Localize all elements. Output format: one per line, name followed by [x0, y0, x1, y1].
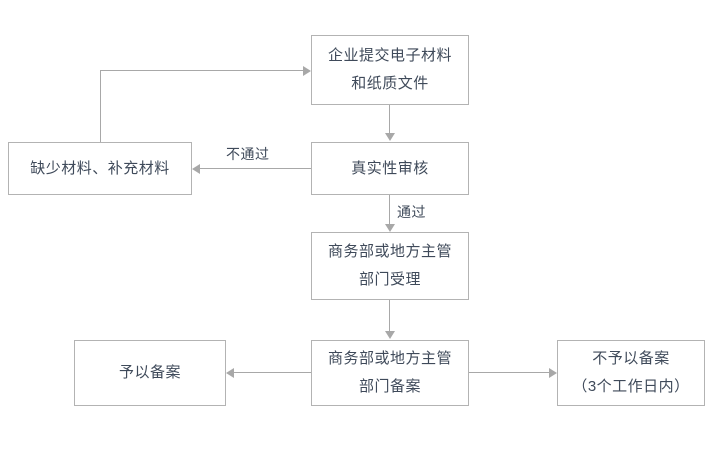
node-filing-rejected-line1: 不予以备案 — [592, 350, 670, 367]
connector-supplement-loop-horizontal — [100, 70, 303, 71]
connector-review-to-acceptance — [389, 195, 390, 225]
node-filing-approved[interactable]: 予以备案 — [74, 340, 226, 406]
node-authenticity-review[interactable]: 真实性审核 — [311, 142, 469, 195]
arrowhead-filing-to-rejected — [549, 368, 557, 378]
arrowhead-acceptance-to-filing — [385, 331, 395, 339]
arrowhead-submit-to-review — [385, 133, 395, 141]
node-filing-rejected-line2: （3个工作日内） — [572, 378, 690, 395]
node-authenticity-review-line1: 真实性审核 — [351, 159, 429, 177]
connector-acceptance-to-filing — [389, 300, 390, 332]
connector-filing-to-approved — [234, 372, 311, 373]
node-department-filing-line2: 部门备案 — [358, 378, 421, 395]
connector-filing-to-rejected — [469, 372, 549, 373]
edge-label-fail: 不通过 — [226, 146, 270, 162]
node-filing-rejected[interactable]: 不予以备案 （3个工作日内） — [557, 340, 705, 406]
connector-supplement-loop-vertical — [100, 70, 101, 142]
node-submit-materials[interactable]: 企业提交电子材料 和纸质文件 — [311, 35, 469, 105]
edge-label-pass: 通过 — [397, 204, 426, 220]
node-supplement-materials[interactable]: 缺少材料、补充材料 — [8, 142, 192, 195]
connector-review-to-supplement — [200, 168, 311, 169]
node-supplement-materials-line1: 缺少材料、补充材料 — [30, 159, 170, 177]
node-department-acceptance[interactable]: 商务部或地方主管 部门受理 — [311, 232, 469, 300]
node-department-filing[interactable]: 商务部或地方主管 部门备案 — [311, 340, 469, 406]
node-department-filing-line1: 商务部或地方主管 — [327, 350, 452, 367]
arrowhead-review-to-supplement — [192, 164, 200, 174]
arrowhead-supplement-to-submit — [303, 66, 311, 76]
node-submit-materials-line2: 和纸质文件 — [351, 75, 429, 92]
node-department-acceptance-line2: 部门受理 — [358, 271, 421, 288]
arrowhead-filing-to-approved — [226, 368, 234, 378]
node-submit-materials-line1: 企业提交电子材料 — [327, 47, 452, 64]
node-department-acceptance-line1: 商务部或地方主管 — [327, 243, 452, 260]
arrowhead-review-to-acceptance — [385, 224, 395, 232]
node-filing-approved-line1: 予以备案 — [118, 364, 181, 381]
connector-submit-to-review — [389, 105, 390, 134]
